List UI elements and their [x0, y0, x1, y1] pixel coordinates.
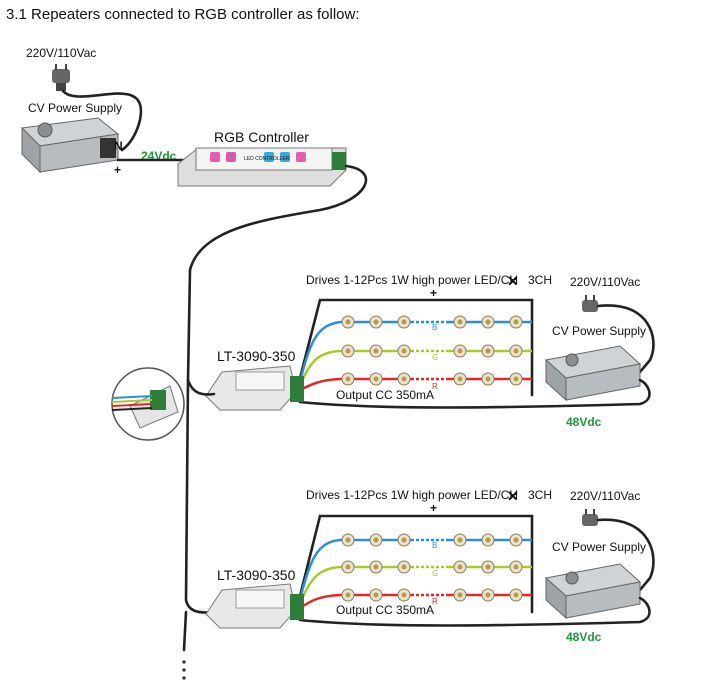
led-icon	[397, 533, 411, 547]
led-icon	[509, 533, 523, 547]
drives-text-1: Drives 1-12Pcs 1W high power LED/CH	[306, 273, 518, 287]
drives-text-2: Drives 1-12Pcs 1W high power LED/CH	[306, 488, 518, 502]
dc-cable-2	[298, 596, 651, 627]
led-icon	[509, 560, 523, 574]
mains-cable-1	[596, 304, 655, 374]
led-icon	[481, 533, 495, 547]
common-positive-wire-1	[298, 298, 534, 397]
connector-zoom-callout	[111, 367, 185, 441]
led-icon	[481, 560, 495, 574]
ps-n-marker-top: N	[114, 139, 123, 153]
voltage-label-1: 48Vdc	[566, 415, 602, 429]
led-icon	[453, 588, 467, 602]
led-icon	[397, 588, 411, 602]
cv-power-supply-2	[544, 563, 642, 620]
green-channel-marker-1: G	[432, 353, 438, 362]
controller-label: RGB Controller	[214, 129, 309, 145]
channels-text-2: 3CH	[528, 488, 552, 502]
mains-cable-top	[61, 89, 143, 152]
led-icon	[509, 588, 523, 602]
green-channel-wire-1	[298, 349, 532, 387]
repeater-device-2	[205, 583, 304, 629]
output-text-2: Output CC 350mA	[336, 603, 434, 617]
led-icon	[369, 344, 383, 358]
led-icon	[397, 315, 411, 329]
led-icon	[369, 315, 383, 329]
led-icon	[453, 560, 467, 574]
mains-plug-icon-2	[582, 509, 598, 526]
dc-cable-1	[298, 378, 651, 409]
mains-plug-icon	[52, 64, 70, 91]
led-icon	[341, 372, 355, 386]
led-icon	[397, 372, 411, 386]
power-supply-label-2: CV Power Supply	[552, 540, 646, 554]
led-icon	[509, 315, 523, 329]
repeater-model-1: LT-3090-350	[217, 348, 296, 364]
controller-panel-text: LED CONTROLLER	[244, 156, 290, 162]
led-icon	[341, 588, 355, 602]
led-icon	[453, 344, 467, 358]
blue-channel-wire-1	[298, 320, 532, 383]
repeater-device-1	[205, 365, 304, 411]
led-icon	[509, 372, 523, 386]
cv-power-supply-top	[20, 117, 120, 174]
power-supply-label-1: CV Power Supply	[552, 324, 646, 338]
cv-power-supply-1	[544, 345, 642, 402]
led-icon	[453, 315, 467, 329]
led-icon	[341, 560, 355, 574]
led-icon	[369, 533, 383, 547]
led-icon	[481, 372, 495, 386]
positive-marker-1: +	[430, 286, 437, 300]
red-channel-marker-1: R	[432, 382, 438, 391]
multiply-icon-1: ✕	[507, 273, 519, 289]
led-icon	[341, 533, 355, 547]
mains-cable-2	[596, 518, 655, 592]
trunk-continuation	[182, 610, 188, 652]
green-channel-wire-2	[298, 565, 532, 605]
led-icon	[481, 588, 495, 602]
mains-label-1: 220V/110Vac	[570, 275, 640, 289]
voltage-label-2: 48Vdc	[566, 630, 602, 644]
continuation-dots	[182, 660, 186, 680]
led-icon	[509, 344, 523, 358]
blue-channel-marker-2: B	[432, 541, 437, 550]
power-supply-label-top: CV Power Supply	[28, 101, 122, 115]
led-icon	[341, 344, 355, 358]
positive-marker-2: +	[430, 501, 437, 515]
led-icon	[369, 588, 383, 602]
mains-label: 220V/110Vac	[26, 46, 96, 60]
led-icon	[341, 315, 355, 329]
led-icon	[481, 315, 495, 329]
led-icon	[369, 372, 383, 386]
output-text-1: Output CC 350mA	[336, 388, 434, 402]
common-positive-wire-2	[298, 514, 534, 614]
controller-output-cable	[186, 164, 368, 382]
led-icon	[481, 344, 495, 358]
led-icon	[397, 560, 411, 574]
blue-channel-wire-2	[298, 538, 532, 601]
led-icon	[453, 372, 467, 386]
channels-text-1: 3CH	[528, 273, 552, 287]
diagram-title: 3.1 Repeaters connected to RGB controlle…	[6, 6, 360, 23]
mains-label-2: 220V/110Vac	[570, 489, 640, 503]
rgb-controller	[177, 147, 347, 187]
trunk-cable	[184, 378, 216, 614]
green-channel-marker-2: G	[432, 569, 438, 578]
red-channel-marker-2: R	[432, 597, 438, 606]
multiply-icon-2: ✕	[507, 488, 519, 504]
led-icon	[369, 560, 383, 574]
led-icon	[397, 344, 411, 358]
mains-plug-icon-1	[582, 295, 598, 312]
led-array-1	[341, 315, 523, 386]
led-array-2	[341, 533, 523, 602]
repeater-model-2: LT-3090-350	[217, 567, 296, 583]
blue-channel-marker-1: B	[432, 323, 437, 332]
ps-plus-marker-top: +	[114, 163, 121, 177]
led-icon	[453, 533, 467, 547]
